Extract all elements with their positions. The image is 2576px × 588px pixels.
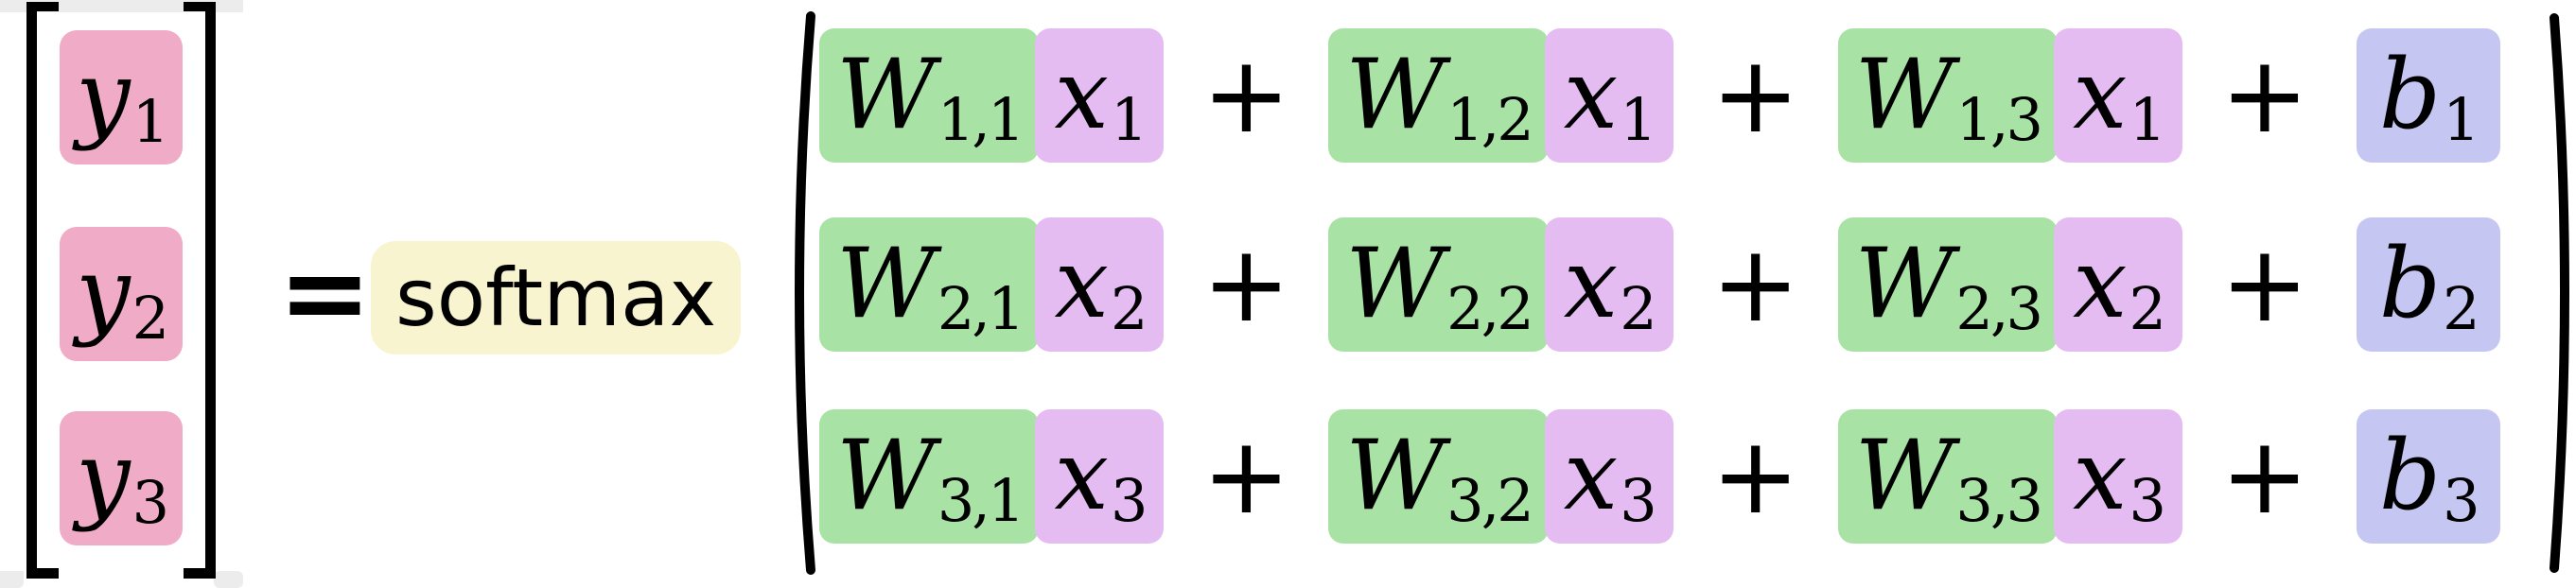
input-subscript: 1 xyxy=(2129,85,2166,154)
weight-subscript: 1,2 xyxy=(1446,85,1534,154)
plus-operator: + xyxy=(1201,223,1291,346)
weight-subscript: 2,3 xyxy=(1955,274,2043,343)
weight-symbol: W xyxy=(1345,39,1446,151)
weight-subscript: 3,1 xyxy=(937,466,1025,535)
page-background-strip xyxy=(0,0,243,12)
input-symbol: x xyxy=(1054,420,1109,532)
weight-subscript: 1,1 xyxy=(937,85,1025,154)
right-bracket xyxy=(184,2,216,579)
input-symbol: x xyxy=(1054,39,1109,151)
input-subscript: 1 xyxy=(1110,85,1148,154)
left-parenthesis xyxy=(795,11,815,575)
input-subscript: 1 xyxy=(1620,85,1656,154)
plus-operator: + xyxy=(1710,415,1800,538)
weight-symbol: W xyxy=(1345,420,1446,532)
input-symbol: x xyxy=(2073,39,2128,151)
softmax-highlight: softmax xyxy=(371,241,742,355)
plus-operator: + xyxy=(1201,415,1291,538)
right-parenthesis xyxy=(2550,13,2569,573)
weight-symbol: W xyxy=(1345,228,1446,340)
weight-subscript: 2,2 xyxy=(1446,274,1534,343)
input-subscript: 3 xyxy=(2129,466,2166,535)
weight-symbol: W xyxy=(836,228,936,340)
left-bracket xyxy=(26,2,59,579)
y3-subscript: 3 xyxy=(131,468,169,537)
plus-operator: + xyxy=(1710,223,1800,346)
weight-subscript: 3,3 xyxy=(1955,466,2043,535)
weight-symbol: W xyxy=(1854,420,1954,532)
input-subscript: 2 xyxy=(2129,274,2166,343)
bias-symbol: b xyxy=(2378,228,2442,340)
y3-symbol: y xyxy=(75,422,131,534)
bias-subscript: 1 xyxy=(2443,85,2480,154)
y1-subscript: 1 xyxy=(131,87,169,156)
y1-symbol: y xyxy=(75,41,131,153)
input-symbol: x xyxy=(2073,420,2128,532)
weight-symbol: W xyxy=(836,39,936,151)
input-symbol: x xyxy=(1563,420,1619,532)
equals-sign: = xyxy=(278,227,372,357)
weight-symbol: W xyxy=(1854,228,1954,340)
input-subscript: 3 xyxy=(1620,466,1656,535)
bias-subscript: 3 xyxy=(2443,466,2480,535)
bias-symbol: b xyxy=(2378,420,2442,532)
plus-operator: + xyxy=(2220,415,2309,538)
input-symbol: x xyxy=(1563,39,1619,151)
input-subscript: 2 xyxy=(1620,274,1656,343)
page-background-fragment xyxy=(214,571,243,588)
plus-operator: + xyxy=(2220,223,2309,346)
weight-subscript: 3,2 xyxy=(1446,466,1534,535)
input-subscript: 3 xyxy=(1110,466,1148,535)
y2-subscript: 2 xyxy=(131,284,169,353)
input-symbol: x xyxy=(1563,228,1619,340)
y2-symbol: y xyxy=(75,237,131,350)
weight-symbol: W xyxy=(836,420,936,532)
plus-operator: + xyxy=(1201,34,1291,157)
bias-symbol: b xyxy=(2378,39,2442,151)
weight-subscript: 1,3 xyxy=(1955,85,2043,154)
softmax-label: softmax xyxy=(395,251,717,344)
plus-operator: + xyxy=(2220,34,2309,157)
plus-operator: + xyxy=(1710,34,1800,157)
bias-subscript: 2 xyxy=(2443,274,2480,343)
weight-subscript: 2,1 xyxy=(937,274,1025,343)
page-background-fragment xyxy=(0,571,24,588)
weight-symbol: W xyxy=(1854,39,1954,151)
input-symbol: x xyxy=(1054,228,1109,340)
input-symbol: x xyxy=(2073,228,2128,340)
input-subscript: 2 xyxy=(1110,274,1148,343)
